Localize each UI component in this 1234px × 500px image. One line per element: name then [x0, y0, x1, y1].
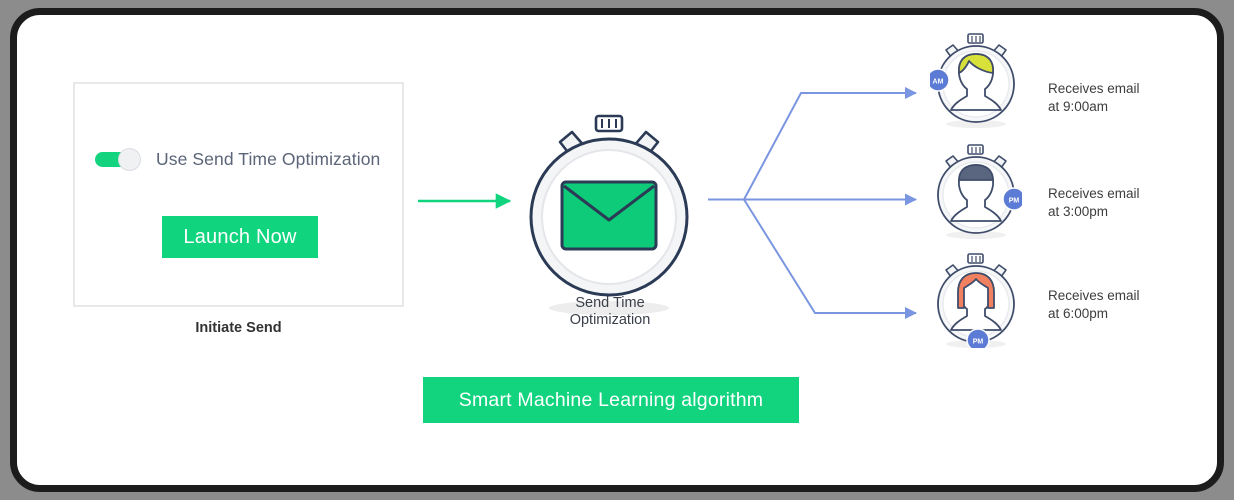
- recipient-label-3: Receives email at 6:00pm: [1048, 287, 1140, 322]
- send-time-optimization-toggle-row[interactable]: Use Send Time Optimization: [95, 148, 381, 171]
- hair-3: [957, 272, 995, 309]
- svg-text:AM: AM: [933, 79, 944, 86]
- recipient-1-line-1: Receives email: [1048, 81, 1140, 96]
- smart-ml-algorithm-banner: Smart Machine Learning algorithm: [423, 377, 799, 423]
- toggle-knob-icon[interactable]: [118, 148, 141, 171]
- send-time-optimization-caption: Send Time Optimization: [510, 295, 710, 328]
- branch-to-recipient-1: [743, 87, 917, 200]
- stopwatch-crown-icon: [594, 114, 624, 133]
- person-silhouette-3: [950, 272, 1002, 331]
- initiate-send-panel: [73, 82, 404, 307]
- envelope-icon: [560, 180, 658, 251]
- toggle-label: Use Send Time Optimization: [156, 148, 381, 169]
- initiate-send-caption: Initiate Send: [195, 320, 282, 336]
- recipient-avatar-2: PM: [930, 143, 1026, 239]
- smart-ml-algorithm-banner-text: Smart Machine Learning algorithm: [458, 388, 764, 411]
- recipient-1-line-2: at 9:00am: [1048, 98, 1109, 114]
- avatar-crown-icon-1: [967, 33, 984, 44]
- badge-pm-2: PM: [1002, 187, 1026, 211]
- engine-caption-line-2: Optimization: [569, 311, 651, 328]
- recipient-avatar-1: AM: [926, 32, 1022, 128]
- recipient-3-line-1: Receives email: [1048, 288, 1140, 303]
- send-time-optimization-toggle[interactable]: [95, 148, 143, 171]
- badge-pm-3: PM: [966, 328, 990, 352]
- person-silhouette-1: [950, 53, 1002, 111]
- badge-am-1: AM: [926, 68, 950, 92]
- recipient-2-line-2: at 3:00pm: [1048, 203, 1109, 219]
- recipient-label-2: Receives email at 3:00pm: [1048, 185, 1140, 220]
- avatar-crown-icon-3: [967, 253, 984, 264]
- person-silhouette-2: [950, 164, 1002, 222]
- recipient-label-1: Receives email at 9:00am: [1048, 80, 1140, 115]
- recipient-avatar-3: PM: [930, 252, 1022, 352]
- branch-to-recipient-3: [743, 198, 917, 319]
- svg-text:PM: PM: [973, 339, 984, 346]
- hair-1: [958, 53, 994, 74]
- recipient-3-line-2: at 6:00pm: [1048, 305, 1109, 321]
- svg-text:PM: PM: [1009, 198, 1020, 205]
- avatar-crown-icon-2: [967, 144, 984, 155]
- recipient-2-line-1: Receives email: [1048, 186, 1140, 201]
- hair-2: [958, 164, 994, 181]
- engine-caption-line-1: Send Time: [575, 295, 645, 311]
- send-time-optimization-icon: [516, 110, 702, 330]
- launch-now-button[interactable]: Launch Now: [162, 216, 318, 258]
